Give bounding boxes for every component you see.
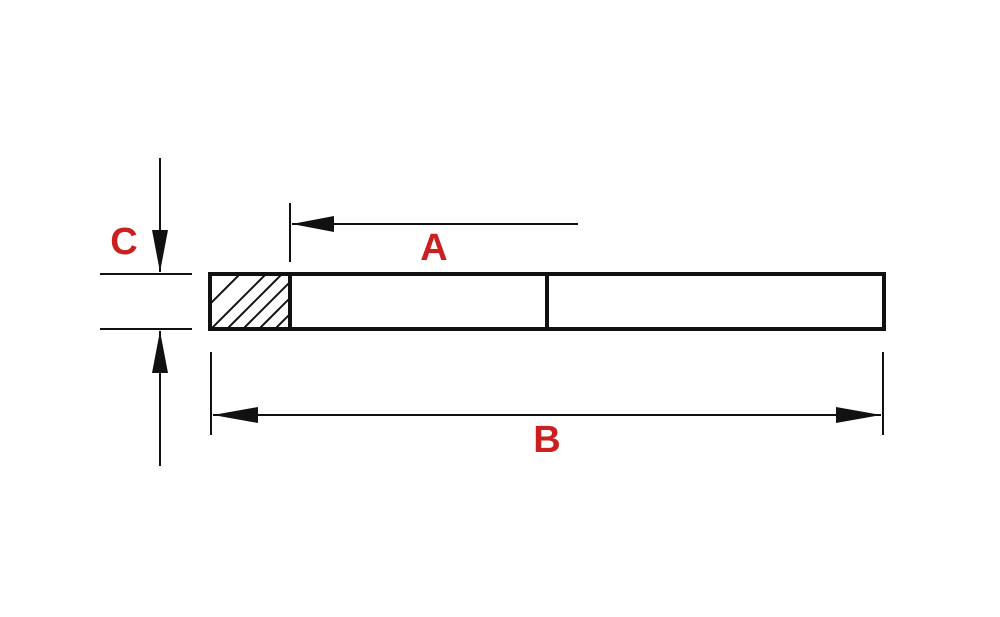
dimension-a-arrow-icon: [292, 216, 334, 232]
dimension-a: A: [289, 203, 578, 269]
dimension-b-left-arrow-icon: [213, 407, 258, 423]
dimension-c-down-arrow-icon: [152, 230, 168, 272]
dimension-c-label: C: [110, 221, 137, 263]
dimension-b-label: B: [533, 419, 560, 461]
dimension-c-up-arrow-icon: [152, 331, 168, 373]
dimension-a-label: A: [420, 227, 447, 269]
dimension-c: C: [100, 158, 192, 466]
hatched-section: [212, 276, 289, 327]
washer-cross-section: [208, 272, 886, 331]
dimension-b: B: [210, 352, 884, 461]
dimension-b-right-arrow-icon: [836, 407, 881, 423]
